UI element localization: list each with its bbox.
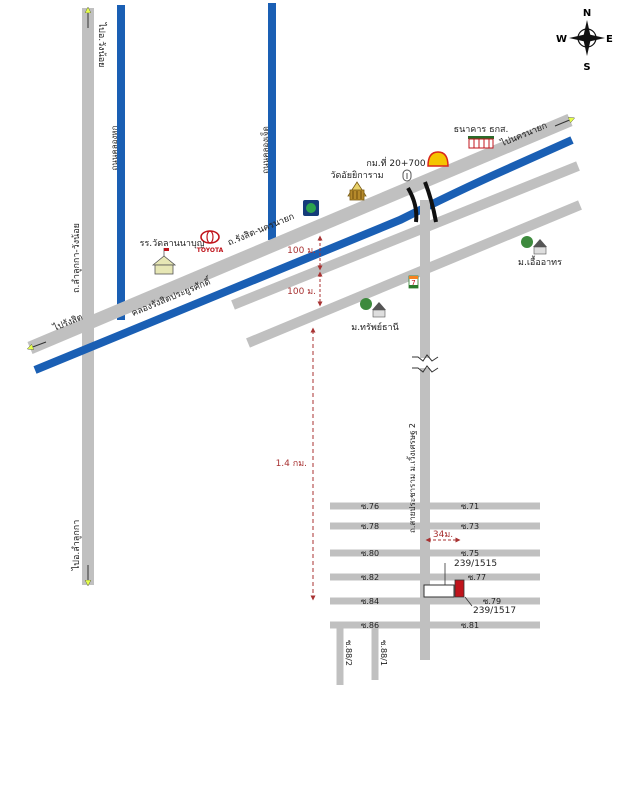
label-dist-2: 100 ม. <box>287 287 316 297</box>
soi-left-3: ซ.80 <box>361 549 379 558</box>
label-soi-main: ถ.สายประชาราม ม.เวิ้งเศรษฐ 2 <box>406 423 417 533</box>
plot-outline <box>423 584 455 598</box>
plot-label-a: 239/1515 <box>454 559 497 569</box>
label-dist-4: 34ม. <box>433 530 453 540</box>
km-post-icon <box>402 169 412 182</box>
label-soi-bottom-right: ซ.88/1 <box>379 640 388 666</box>
label-village2: ม.ทรัพย์ธานี <box>351 321 398 333</box>
arrow-to-nakhonnayok <box>554 119 572 127</box>
soi-grid <box>330 502 540 685</box>
label-col2-road: ถนนคลองหก <box>110 125 119 170</box>
arrow-to-rangsit <box>30 341 47 348</box>
soi-left-5: ซ.84 <box>361 597 379 606</box>
plot-target <box>454 579 465 598</box>
shell-icon <box>427 151 449 167</box>
road-rangsit-nakhonnayok <box>27 114 573 354</box>
school-icon <box>151 248 177 275</box>
compass-w: W <box>556 34 567 45</box>
label-to-lamlukka: ไปอ.ลำลูกกา <box>71 520 82 572</box>
soi-left-4: ซ.82 <box>361 573 379 582</box>
label-dist-1: 100 ม. <box>287 246 316 256</box>
canal-rangsit <box>33 136 574 374</box>
soi-left-1: ซ.76 <box>361 502 379 511</box>
seven-eleven-label: 7 <box>411 279 415 287</box>
soi-right-1: ซ.71 <box>461 502 479 511</box>
soi-right-5: ซ.79 <box>483 597 501 606</box>
label-bank: ธนาคาร ธกส. <box>454 125 509 135</box>
plot-label-b: 239/1517 <box>473 606 516 616</box>
label-dist-3: 1.4 กม. <box>276 459 307 469</box>
label-to-wangnoi: ไปอ.วังน้อย <box>96 22 107 68</box>
label-temple: วัดอัยยิการาม <box>330 170 383 181</box>
label-lamlukka-wangnoi-road: ถ.ลำลูกกา-วังน้อย <box>71 223 82 293</box>
temple-icon <box>347 181 367 201</box>
soi-right-3: ซ.75 <box>461 549 479 558</box>
soi-left-2: ซ.78 <box>361 522 379 531</box>
road-diag-3 <box>246 200 582 348</box>
village-icon-2 <box>360 298 386 318</box>
soi-right-2: ซ.73 <box>461 522 479 531</box>
road-break-icon <box>412 354 440 373</box>
soi-right-6: ซ.81 <box>461 621 479 630</box>
compass-rose-icon <box>569 20 605 56</box>
label-village1: ม.เอื้ออาทร <box>518 255 562 268</box>
seven-eleven-icon: 7 <box>408 275 419 289</box>
compass-e: E <box>606 34 613 45</box>
label-toyota: TOYOTA <box>197 247 224 254</box>
compass-s: S <box>583 62 590 73</box>
bridge-icon <box>406 181 438 223</box>
gas-station-icon <box>303 200 319 216</box>
toyota-icon <box>200 230 220 244</box>
compass-n: N <box>583 8 591 19</box>
label-soi-bottom-left: ซ.88/2 <box>344 640 353 666</box>
label-col3-road: ถนนคลองเจ็ด <box>260 126 270 173</box>
soi-left-6: ซ.86 <box>361 621 379 630</box>
label-km: กม.ที่ 20+700 <box>366 156 425 169</box>
soi-right-4: ซ.77 <box>468 573 486 582</box>
bank-icon <box>468 136 494 149</box>
road-diag-2 <box>231 161 580 310</box>
label-school: รร.วัดลานนาบุญ <box>140 239 205 249</box>
village-icon-1 <box>521 236 547 255</box>
